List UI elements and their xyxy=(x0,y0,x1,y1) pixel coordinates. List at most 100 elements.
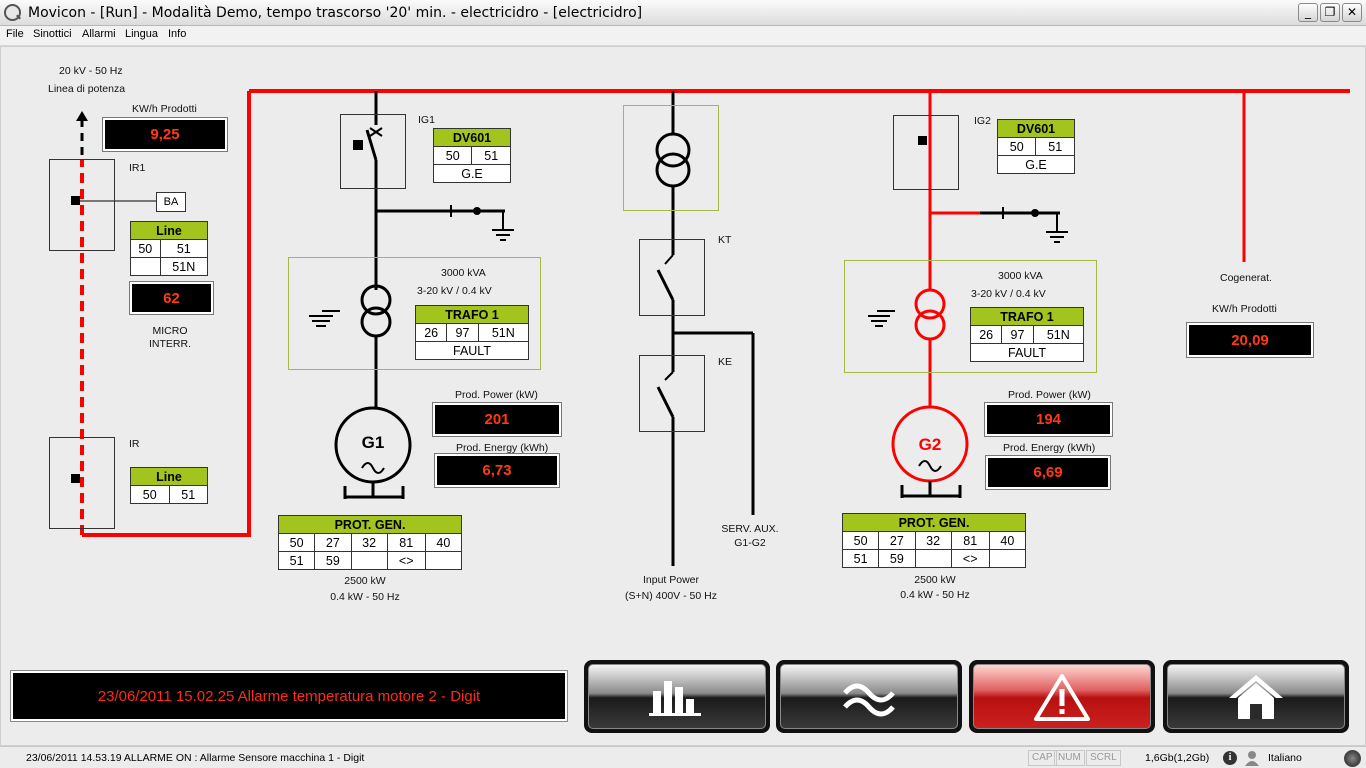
g2-energy-display: 6,69 xyxy=(985,455,1111,490)
chart-button[interactable] xyxy=(584,660,770,733)
relay-cell: 32 xyxy=(350,533,388,552)
relay-cell: 50 xyxy=(130,485,170,504)
status-message: 23/06/2011 14.53.19 ALLARME ON : Allarme… xyxy=(26,752,365,764)
relay-cell: 27 xyxy=(878,531,916,550)
close-button[interactable]: ✕ xyxy=(1342,3,1362,22)
status-bar: 23/06/2011 14.53.19 ALLARME ON : Allarme… xyxy=(0,746,1366,768)
relay-cell xyxy=(130,257,161,276)
relay-cell xyxy=(424,551,463,570)
incoming-arrow-icon xyxy=(76,111,88,121)
relay-header: Line xyxy=(130,467,208,486)
ir1-breaker[interactable] xyxy=(49,159,115,251)
g1-voltage: 0.4 kW - 50 Hz xyxy=(330,591,400,603)
relay-cell: 81 xyxy=(950,531,990,550)
alarm-banner[interactable]: 23/06/2011 15.02.25 Allarme temperatura … xyxy=(10,670,568,722)
power-line-label: Linea di potenza xyxy=(48,83,126,95)
right-kwh-display: 20,09 xyxy=(1186,322,1314,358)
relay-cell: 97 xyxy=(446,323,479,342)
relay-cell: 32 xyxy=(914,531,952,550)
menu-sinottici[interactable]: Sinottici xyxy=(33,28,72,40)
alarm-button[interactable] xyxy=(969,660,1155,733)
ba-tag[interactable]: BA xyxy=(156,192,186,212)
fault-cell: FAULT xyxy=(415,341,529,360)
relay-cell: 51 xyxy=(1035,137,1075,156)
relay-header: DV601 xyxy=(433,128,511,147)
relay-cell: 50 xyxy=(277,533,316,552)
restore-button[interactable]: ❐ xyxy=(1320,3,1340,22)
relay-cell: 51 xyxy=(841,549,880,568)
fault-cell: FAULT xyxy=(970,343,1084,362)
input-power-label: Input Power xyxy=(642,574,700,586)
micro-interr-display: 62 xyxy=(129,281,214,315)
relay-cell: 51 xyxy=(471,146,511,165)
relay-cell: 40 xyxy=(424,533,463,552)
relay-cell xyxy=(350,551,388,570)
supply-rating: 20 kV - 50 Hz xyxy=(59,65,123,77)
connection-status-icon xyxy=(1344,750,1361,767)
g2-label: G2 xyxy=(918,435,942,454)
g2-power-display: 194 xyxy=(984,402,1113,437)
kt-contact xyxy=(656,269,675,301)
info-icon[interactable]: i xyxy=(1223,751,1237,765)
kt-contactor[interactable] xyxy=(639,239,705,316)
trafo2-kva: 3000 kVA xyxy=(998,270,1043,282)
warning-icon xyxy=(1034,673,1090,721)
ke-contactor[interactable] xyxy=(639,355,705,432)
scroll-lock-indicator: SCRL xyxy=(1086,750,1121,766)
trafo1-area xyxy=(288,257,541,370)
g1-energy-display: 6,73 xyxy=(434,453,560,488)
memory-usage: 1,6Gb(1,2Gb) xyxy=(1145,752,1210,764)
relay-cell: 59 xyxy=(878,549,916,568)
serv-aux-gen-label: G1-G2 xyxy=(734,537,766,549)
relay-header: TRAFO 1 xyxy=(970,307,1084,326)
trafo2-ratio: 3-20 kV / 0.4 kV xyxy=(971,288,1046,300)
relay-cell: 81 xyxy=(386,533,426,552)
ig2-label: IG2 xyxy=(974,115,991,127)
g1-power-label: Prod. Power (kW) xyxy=(455,389,538,401)
g2-voltage: 0.4 kW - 50 Hz xyxy=(900,589,970,601)
ir1-label: IR1 xyxy=(129,162,146,174)
bar-chart-icon xyxy=(649,680,701,716)
right-kwh-label: KW/h Prodotti xyxy=(1212,303,1277,315)
minimize-button[interactable]: _ xyxy=(1298,3,1318,22)
g1-rating: 2500 kW xyxy=(344,575,386,587)
relay-cell: 51N xyxy=(1032,325,1085,344)
home-button[interactable] xyxy=(1163,660,1349,733)
relay-cell xyxy=(988,549,1027,568)
ig2-breaker[interactable] xyxy=(893,115,959,190)
ir-label: IR xyxy=(129,438,140,450)
user-icon[interactable] xyxy=(1244,750,1260,766)
num-lock-indicator: NUM xyxy=(1054,750,1085,766)
ig1-breaker[interactable] xyxy=(340,114,406,189)
ir-breaker[interactable] xyxy=(49,437,115,529)
waveform-button[interactable] xyxy=(776,660,962,733)
aux-trafo-area xyxy=(623,105,719,211)
ir-state-indicator xyxy=(71,474,80,483)
menu-info[interactable]: Info xyxy=(168,28,187,40)
ig2-state-indicator xyxy=(918,136,927,145)
caps-lock-indicator: CAP xyxy=(1028,750,1057,766)
kt-label: KT xyxy=(718,234,732,246)
relay-cell: 51N xyxy=(477,323,530,342)
language-indicator[interactable]: Italiano xyxy=(1268,752,1302,764)
menu-file[interactable]: File xyxy=(6,28,24,40)
trafo1-coil-top xyxy=(360,284,392,316)
trafo1-kva: 3000 kVA xyxy=(441,267,486,279)
relay-cell: 59 xyxy=(314,551,352,570)
menu-lingua[interactable]: Lingua xyxy=(125,28,159,40)
left-kwh-label: KW/h Prodotti xyxy=(132,103,197,115)
menu-allarmi[interactable]: Allarmi xyxy=(82,28,116,40)
menu-bar: File Sinottici Allarmi Lingua Info xyxy=(0,26,1366,46)
relay-header: DV601 xyxy=(997,119,1075,138)
app-icon[interactable] xyxy=(4,4,21,21)
ir1-state-indicator xyxy=(71,196,80,205)
